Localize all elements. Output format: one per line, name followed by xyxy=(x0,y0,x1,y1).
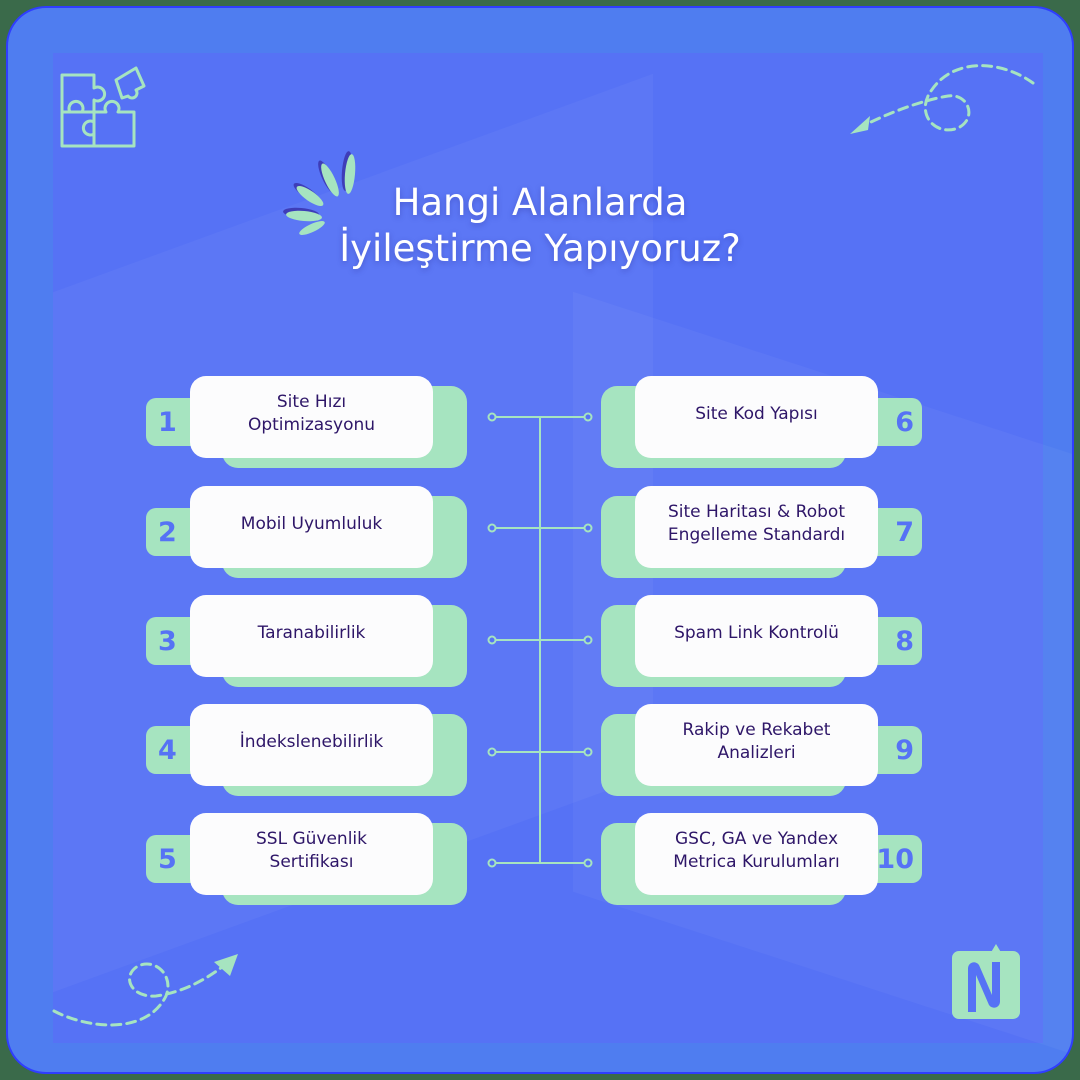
item-label: Site Hızı xyxy=(276,392,347,412)
item-label: GSC, GA ve Yandex xyxy=(674,829,839,849)
item-label: SSL Güvenlik xyxy=(256,829,367,849)
list-item-4: 4 İndekslenebilirlik xyxy=(136,704,467,804)
item-label: Spam Link Kontrolü xyxy=(674,622,839,643)
item-label: Mobil Uyumluluk xyxy=(240,513,383,534)
dashed-arrow-icon xyxy=(850,64,1035,134)
item-label: Taranabilirlik xyxy=(257,622,366,643)
item-card: Site Kod Yapısı xyxy=(635,376,878,458)
title-line-1: Hangi Alanlarda xyxy=(392,181,688,224)
item-label-line2: Engelleme Standardı xyxy=(667,525,846,545)
title-line-2: İyileştirme Yapıyoruz? xyxy=(339,227,741,270)
dashed-arrow-icon xyxy=(52,954,238,1027)
item-label-line2: Sertifikası xyxy=(269,852,354,872)
list-item-2: 2 Mobil Uyumluluk xyxy=(136,486,467,586)
item-card: İndekslenebilirlik xyxy=(190,704,433,786)
item-label: Site Haritası & Robot xyxy=(668,502,845,522)
item-label: İndekslenebilirlik xyxy=(239,731,384,752)
item-label: Rakip ve Rekabet xyxy=(682,720,831,740)
list-item-6: 6 Site Kod Yapısı xyxy=(601,376,932,476)
puzzle-icon xyxy=(60,66,146,148)
list-item-8: 8 Spam Link Kontrolü xyxy=(601,595,932,695)
page-title: Hangi Alanlarda İyileştirme Yapıyoruz? xyxy=(280,180,800,272)
item-card: Taranabilirlik xyxy=(190,595,433,677)
item-card: Mobil Uyumluluk xyxy=(190,486,433,568)
brand-logo-n-icon xyxy=(952,944,1020,1019)
item-label: Site Kod Yapısı xyxy=(695,403,818,424)
list-item-3: 3 Taranabilirlik xyxy=(136,595,467,695)
item-label-line2: Optimizasyonu xyxy=(247,415,376,435)
item-label-line2: Analizleri xyxy=(717,743,796,763)
sparkle-burst-icon xyxy=(283,151,356,235)
item-card: Spam Link Kontrolü xyxy=(635,595,878,677)
item-label-line2: Metrica Kurulumları xyxy=(673,852,840,872)
